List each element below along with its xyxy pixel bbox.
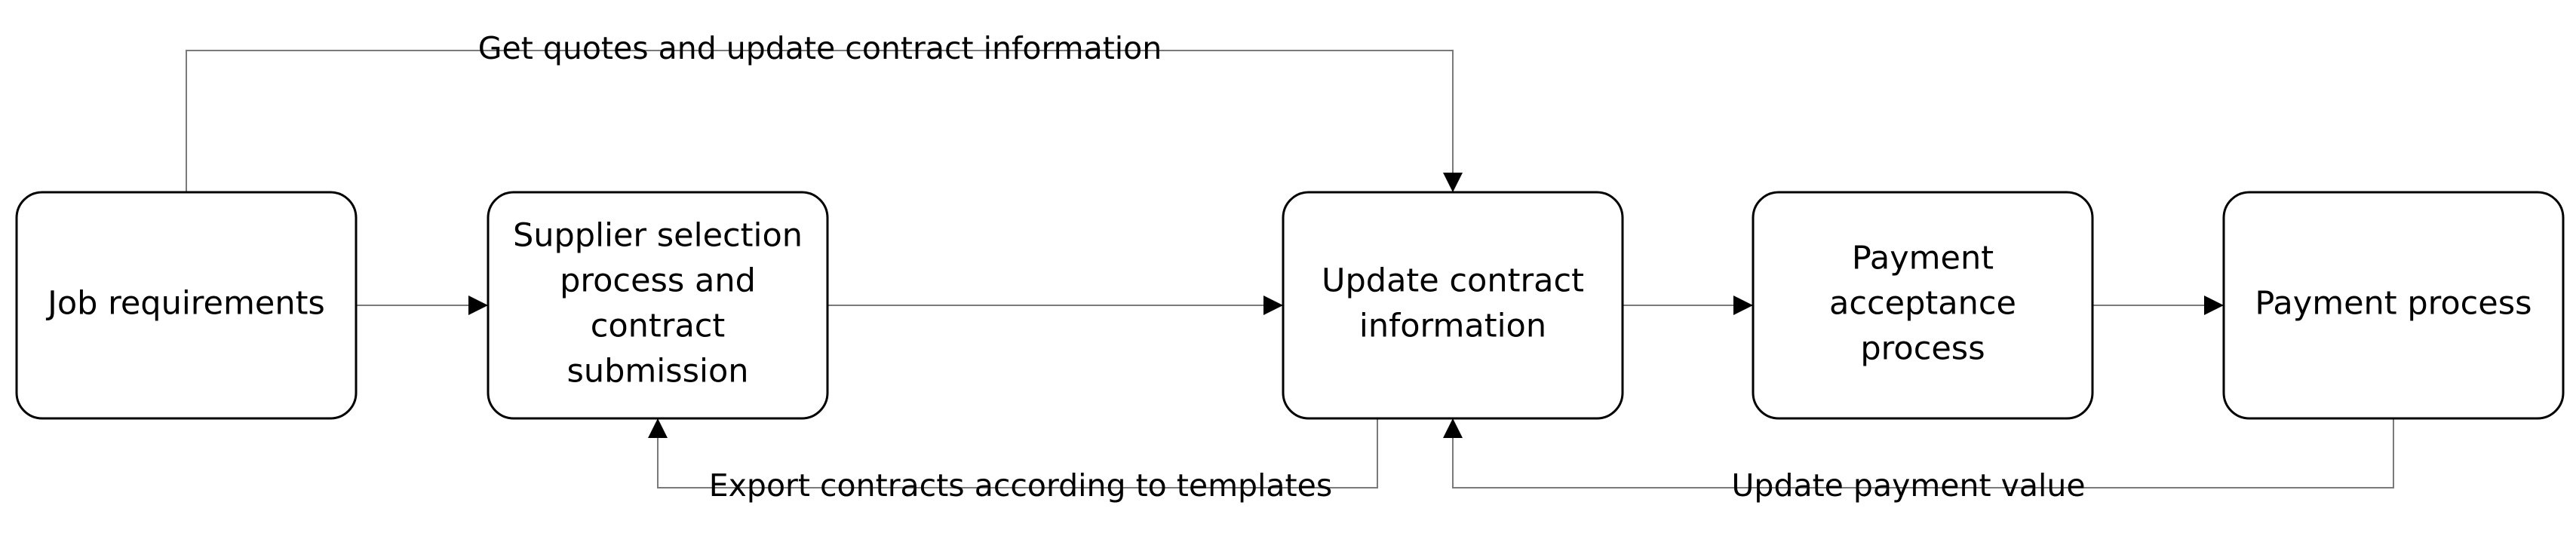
node-label-line: process <box>1860 330 1985 368</box>
nodes-layer: Job requirements Supplier selection proces… <box>15 191 2565 420</box>
node-supplier: Supplier selection process and contract sub… <box>487 191 829 420</box>
node-label-line: process and <box>560 262 756 300</box>
node-label-line: Payment <box>1852 240 1994 277</box>
edges-layer: Get quotes and update contract informati… <box>186 30 2394 504</box>
node-payment: Payment process <box>2222 191 2565 420</box>
edge-line <box>1443 418 2394 488</box>
node-label-line: Update contract <box>1322 262 1584 300</box>
node-job: Job requirements <box>15 191 358 420</box>
edge-line <box>648 418 1378 488</box>
node-label-line: Job requirements <box>45 285 325 323</box>
node-label-line: information <box>1359 308 1546 345</box>
node-box <box>487 191 829 420</box>
edge-label: Get quotes and update contract informati… <box>478 30 1162 66</box>
edge-line <box>186 50 1463 192</box>
edge-payment-update: Update payment value <box>1443 418 2394 504</box>
edge-label: Export contracts according to templates <box>709 467 1332 504</box>
node-box <box>2222 191 2565 420</box>
edge-update-supplier: Export contracts according to templates <box>648 418 1378 504</box>
node-update: Update contract information <box>1282 191 1624 420</box>
node-box <box>15 191 358 420</box>
node-label-line: submission <box>566 353 748 390</box>
node-label-line: acceptance <box>1829 285 2016 323</box>
node-label-line: Payment process <box>2255 285 2531 323</box>
node-box <box>1282 191 1624 420</box>
edge-label: Update payment value <box>1731 467 2085 504</box>
edge-job-update: Get quotes and update contract informati… <box>186 30 1463 192</box>
node-acceptance: Payment acceptance process <box>1752 191 2094 420</box>
node-label-line: Supplier selection <box>513 217 803 255</box>
node-label-line: contract <box>591 308 726 345</box>
node-box <box>1752 191 2094 420</box>
